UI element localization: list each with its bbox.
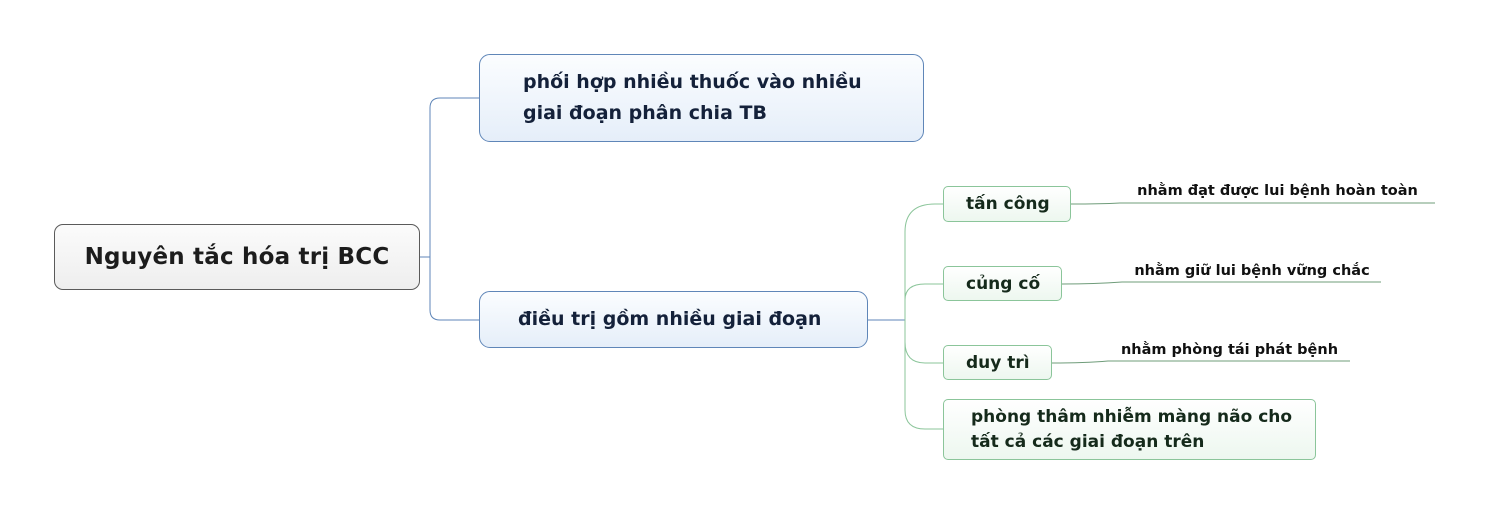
- label-line: phòng thâm nhiễm màng não cho: [971, 406, 1293, 427]
- note-underline-3: [1051, 360, 1350, 364]
- label-line: phối hợp nhiều thuốc vào nhiều: [523, 71, 862, 93]
- subtopic-cung-co[interactable]: củng cố: [943, 266, 1062, 301]
- subtopic-label: củng cố: [966, 273, 1041, 294]
- branch-topic-phases[interactable]: điều trị gồm nhiều giai đoạn: [479, 291, 868, 348]
- branch-topic-label: điều trị gồm nhiều giai đoạn: [518, 308, 822, 330]
- branch-topic-label: phối hợp nhiều thuốc vào nhiều giai đoạn…: [523, 67, 862, 129]
- subtopic-label: duy trì: [966, 352, 1030, 373]
- label-line: tất cả các giai đoạn trên: [971, 431, 1205, 452]
- root-topic[interactable]: Nguyên tắc hóa trị BCC: [54, 224, 420, 290]
- subtopic-label: tấn công: [966, 194, 1050, 214]
- note-tan-cong[interactable]: nhằm đạt được lui bệnh hoàn toàn: [1137, 183, 1418, 199]
- connector-to-duy-tri: [904, 320, 943, 364]
- connector-to-thAm-nhiem: [904, 320, 943, 430]
- connector-to-tan-cong: [904, 203, 943, 320]
- note-cung-co[interactable]: nhằm giữ lui bệnh vững chắc: [1134, 263, 1370, 279]
- note-underline-2: [1061, 281, 1381, 285]
- note-underline-1: [1070, 202, 1435, 205]
- connector-root-to-branch-2: [429, 257, 479, 321]
- branch-topic-combination[interactable]: phối hợp nhiều thuốc vào nhiều giai đoạn…: [479, 54, 924, 142]
- connector-root-to-branch-1: [420, 97, 479, 258]
- note-duy-tri[interactable]: nhằm phòng tái phát bệnh: [1120, 342, 1339, 358]
- root-topic-label: Nguyên tắc hóa trị BCC: [84, 244, 390, 270]
- subtopic-tan-cong[interactable]: tấn công: [943, 186, 1071, 222]
- label-line: giai đoạn phân chia TB: [523, 102, 767, 124]
- subtopic-meningeal-prophylaxis[interactable]: phòng thâm nhiễm màng não cho tất cả các…: [943, 399, 1316, 460]
- subtopic-duy-tri[interactable]: duy trì: [943, 345, 1052, 380]
- connector-to-cung-co: [904, 283, 943, 320]
- subtopic-label: phòng thâm nhiễm màng não cho tất cả các…: [971, 405, 1292, 455]
